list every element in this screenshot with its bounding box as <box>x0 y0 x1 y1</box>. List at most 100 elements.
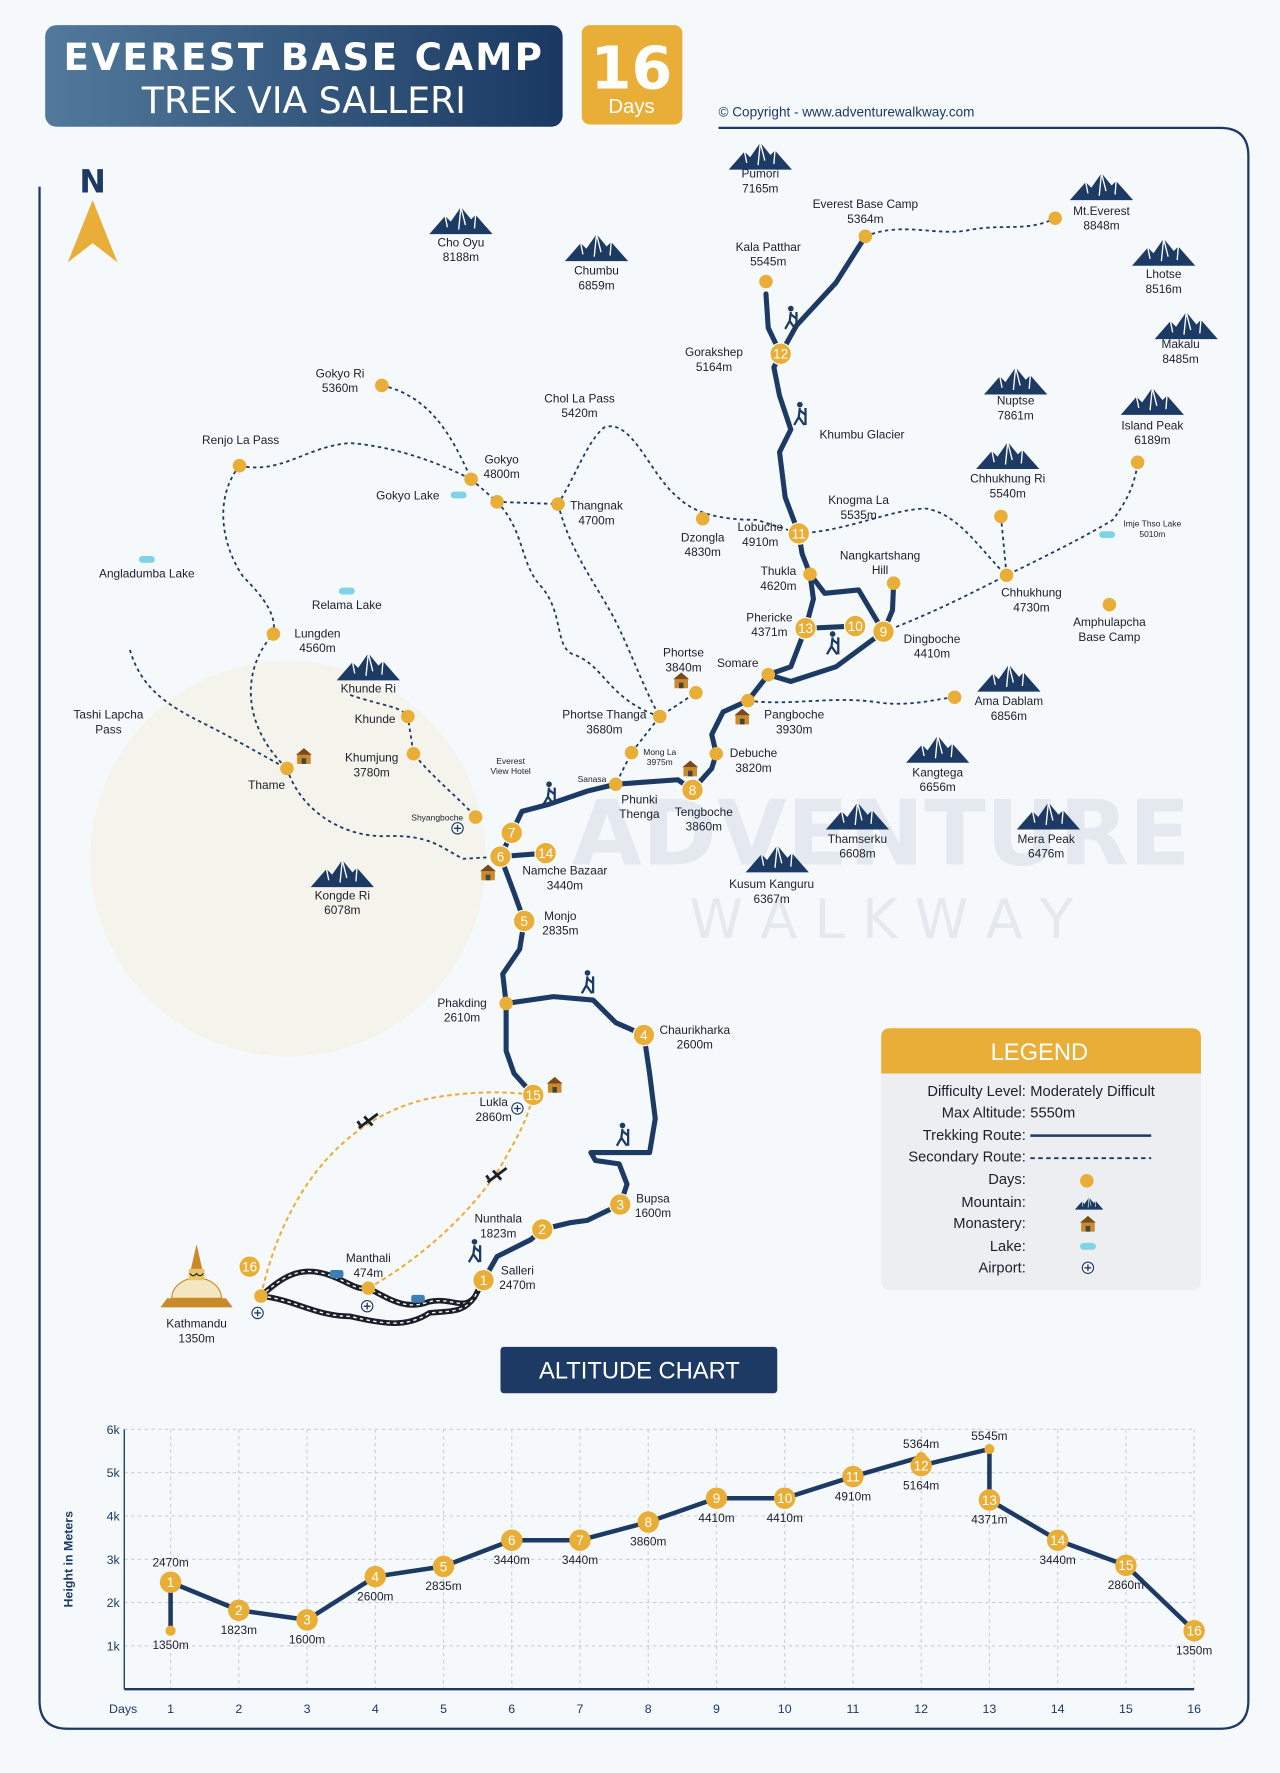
x-tick-label: 5 <box>440 1702 447 1716</box>
chart-point-day-16: 16 1350m <box>1176 1619 1212 1657</box>
airport-icon <box>451 821 464 835</box>
y-tick-label: 3k <box>107 1553 121 1567</box>
day-marker-9: 9 <box>872 620 895 644</box>
lake-icon <box>1099 531 1116 538</box>
legend-mountain: Mountain: <box>961 1195 1025 1211</box>
legend-secondary-route: Secondary Route: <box>908 1150 1025 1166</box>
chart-data-label: 4410m <box>767 1511 803 1525</box>
svg-text:16: 16 <box>1187 1624 1202 1639</box>
chart-data-label: 4410m <box>698 1511 734 1525</box>
svg-text:10: 10 <box>777 1491 792 1506</box>
svg-text:2: 2 <box>539 1222 547 1237</box>
monastery-icon <box>734 708 751 725</box>
chart-data-label: 2835m <box>425 1579 461 1593</box>
x-tick-label: 14 <box>1051 1702 1065 1716</box>
airport-icon <box>1081 1261 1095 1275</box>
svg-text:8: 8 <box>644 1515 652 1530</box>
svg-text:9: 9 <box>880 625 888 640</box>
mountain-icon <box>976 663 1042 693</box>
airport-icon <box>360 1299 374 1313</box>
secondary-route <box>883 574 1008 633</box>
svg-text:8: 8 <box>689 783 697 798</box>
day-dot-icon <box>1080 1174 1094 1188</box>
flight-route <box>259 1091 534 1297</box>
bus-icon <box>329 1270 344 1278</box>
secondary-route <box>239 442 472 481</box>
bus-icon <box>411 1294 425 1303</box>
legend: LEGEND Difficulty Level: Moderately Diff… <box>881 1028 1201 1291</box>
monastery-icon <box>682 760 699 777</box>
secondary-route <box>798 507 1008 576</box>
place-label-relama: Relama Lake <box>312 598 382 612</box>
y-tick-label: 2k <box>107 1596 121 1610</box>
chart-ylabel: Height in Meters <box>61 1511 75 1608</box>
north-arrow-icon <box>67 200 118 263</box>
secondary-route <box>747 696 955 705</box>
svg-text:3: 3 <box>303 1613 311 1628</box>
map-frame <box>38 126 1250 1730</box>
place-label-shyangboche: Shyangboche <box>411 812 463 822</box>
place-dot <box>652 709 667 724</box>
svg-text:10: 10 <box>848 619 863 634</box>
secondary-route <box>496 501 697 718</box>
svg-text:3: 3 <box>616 1197 624 1212</box>
chart-data-label: 2860m <box>1108 1578 1144 1592</box>
day-marker-12: 12 <box>769 342 792 366</box>
chart-data-label: 1350m <box>1176 1643 1212 1657</box>
place-dot <box>232 458 247 473</box>
x-tick-label: 12 <box>914 1702 928 1716</box>
chart-data-label: 2600m <box>357 1589 393 1603</box>
place-dot <box>490 495 504 509</box>
place-label-sanasa: Sanasa <box>578 774 607 784</box>
secondary-route <box>286 768 501 860</box>
svg-text:4: 4 <box>640 1028 648 1043</box>
place-dot <box>1130 455 1145 470</box>
place-label-renjoLa: Renjo La Pass <box>202 433 279 447</box>
y-tick-label: 1k <box>107 1639 121 1653</box>
monastery-icon <box>673 672 690 689</box>
day-marker-15: 15 <box>521 1083 545 1107</box>
place-dot <box>608 777 623 792</box>
x-tick-label: 13 <box>983 1702 997 1716</box>
chart-data-label: 5164m <box>903 1478 939 1492</box>
chart-point-day-3: 3 1600m <box>289 1609 325 1647</box>
place-dot <box>401 709 415 724</box>
days-label: Days <box>608 96 654 118</box>
svg-text:13: 13 <box>798 621 813 636</box>
svg-text:11: 11 <box>846 1469 860 1484</box>
svg-text:13: 13 <box>982 1493 997 1508</box>
chart-data-label: 1600m <box>289 1633 325 1647</box>
chart-point-day-10: 10 4410m <box>767 1487 803 1525</box>
place-dot <box>266 627 281 641</box>
hiker-icon <box>580 968 595 995</box>
monastery-icon <box>546 1076 563 1093</box>
place-dot <box>994 509 1008 524</box>
lake-icon <box>450 491 467 499</box>
svg-text:1: 1 <box>480 1273 488 1288</box>
place-dot <box>947 690 962 705</box>
trekking-route <box>765 580 897 684</box>
hiker-icon <box>615 1121 630 1147</box>
chart-data-label: 2470m <box>152 1555 188 1569</box>
legend-title: LEGEND <box>991 1040 1089 1066</box>
day-marker-6: 6 <box>489 845 512 868</box>
